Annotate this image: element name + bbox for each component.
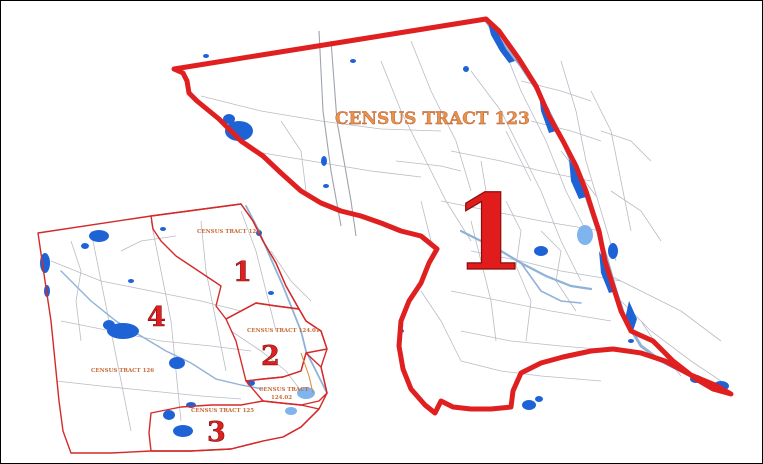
main-stream-branch bbox=[520, 262, 582, 304]
inset-map: CENSUS TRACT 123 1 CENSUS TRACT 124.01 2… bbox=[37, 203, 328, 454]
inset-region-1-number: 1 bbox=[233, 257, 252, 288]
main-tract-boundary[interactable] bbox=[171, 16, 734, 416]
inset-region-1[interactable] bbox=[150, 203, 300, 320]
inset-region-2b-label: CENSUS TRACT bbox=[259, 387, 310, 393]
inset-region-3-label: CENSUS TRACT 125 bbox=[191, 408, 254, 414]
inset-region-2b-label-suffix: 124.02 bbox=[271, 395, 292, 401]
main-road-network bbox=[200, 30, 722, 382]
inset-region-2-number: 2 bbox=[261, 341, 280, 372]
inset-region-3-number: 3 bbox=[207, 417, 226, 448]
inset-region-2-label: CENSUS TRACT 124.01 bbox=[247, 328, 320, 334]
inset-region-3[interactable] bbox=[148, 400, 320, 452]
inset-region-divider bbox=[300, 352, 314, 394]
main-tract-label: CENSUS TRACT 123 bbox=[335, 109, 530, 129]
inset-region-2[interactable] bbox=[225, 302, 328, 382]
inset-region-4-number: 4 bbox=[147, 302, 166, 333]
inset-region-4-label: CENSUS TRACT 126 bbox=[91, 368, 154, 374]
inset-water-bodies bbox=[40, 227, 315, 437]
main-map: CENSUS TRACT 123 1 bbox=[171, 16, 734, 416]
inset-road-network bbox=[50, 210, 312, 432]
inset-stream bbox=[60, 270, 264, 390]
inset-region-1-label: CENSUS TRACT 123 bbox=[197, 229, 260, 235]
main-tract-number: 1 bbox=[453, 171, 525, 294]
